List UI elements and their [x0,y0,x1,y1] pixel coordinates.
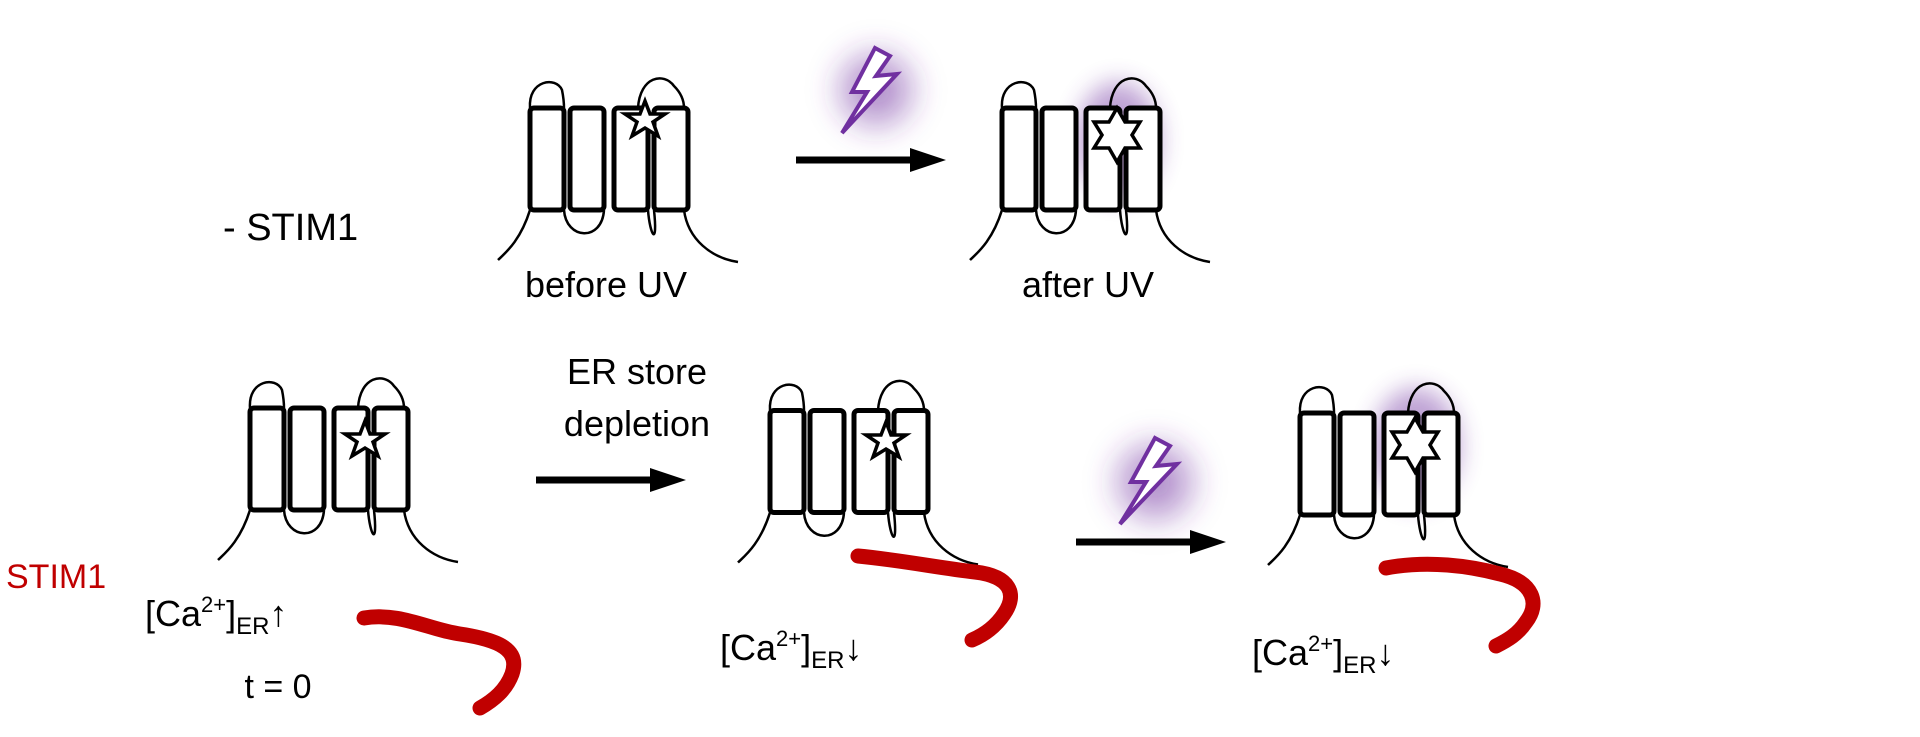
er-store-label-line1: ER store [567,351,707,392]
ca-er-level-high: [Ca2+]ER↑ [145,592,287,640]
channel-before-uv [498,78,738,262]
ca-er-level-low-uv: [Ca2+]ER↓ [1252,631,1394,679]
minus-stim1-label: - STIM1 [223,207,358,249]
uv-light-bottom [1101,428,1209,536]
channel-after-uv [970,78,1210,262]
lightning-bolt-icon [840,45,903,135]
channel-depleted [738,381,978,565]
process-arrow-top [796,148,946,172]
lightning-bolt-icon [1118,435,1183,526]
stim1-protein-bound [850,548,1018,648]
er-store-label-line2: depletion [564,403,710,444]
process-arrow-bottom [1076,530,1226,554]
uv-light-top [824,38,928,142]
channel-depleted-uncaged [1268,383,1508,567]
stim1-protein-bound-uv [1378,556,1541,654]
after-uv-label: after UV [1022,264,1154,305]
channel-resting [218,378,458,562]
five-point-star-icon [860,417,912,462]
before-uv-label: before UV [525,264,687,305]
five-point-star-icon [619,96,671,141]
stim1-protein-free [356,609,522,716]
process-arrow-depletion [536,468,686,492]
six-point-star-icon [1090,104,1144,166]
stim1-label: STIM1 [6,558,106,596]
time-zero-label: t = 0 [244,668,311,706]
five-point-star-icon [339,416,391,461]
ca-er-level-low: [Ca2+]ER↓ [720,626,862,674]
six-point-star-icon [1388,414,1442,476]
